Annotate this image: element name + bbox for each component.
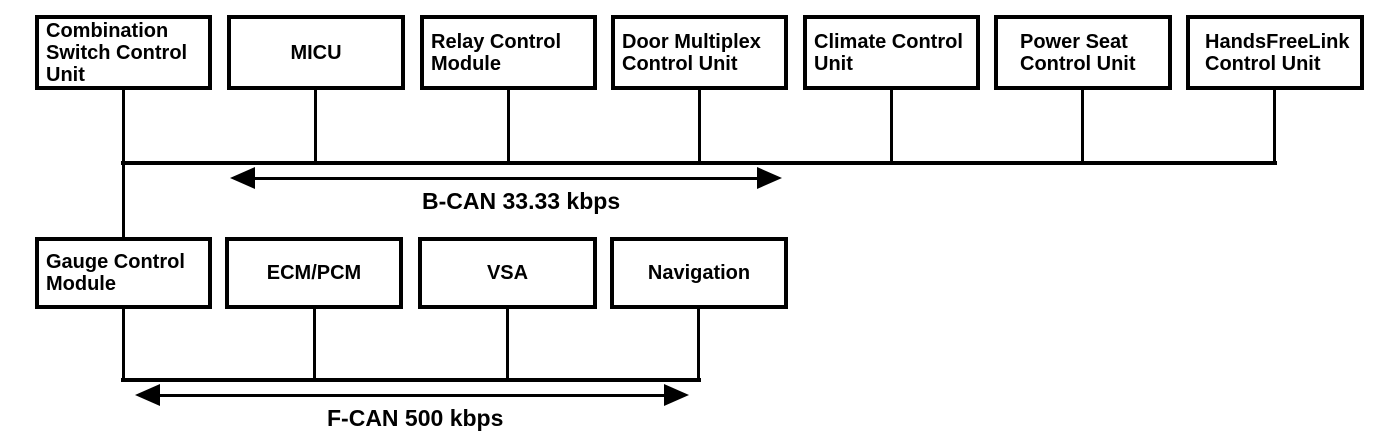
connector-door-multiplex: [698, 88, 701, 165]
connector-relay-control-module: [507, 88, 510, 165]
fcan-arrow-left-icon: [135, 384, 160, 406]
node-label: Climate Control Unit: [814, 30, 963, 75]
connector-ecm-pcm: [313, 306, 316, 382]
bcan-arrow-shaft: [250, 177, 764, 180]
node-label: Relay Control Module: [431, 30, 562, 75]
connector-micu: [314, 88, 317, 165]
node-relay-control-module: Relay Control Module: [420, 15, 597, 90]
node-micu: MICU: [227, 15, 405, 90]
node-label: Navigation: [647, 262, 751, 284]
bcan-arrow-right-icon: [757, 167, 782, 189]
connector-vsa: [506, 306, 509, 382]
node-label: VSA: [486, 262, 529, 284]
node-label: Power Seat Control Unit: [1020, 30, 1136, 75]
bcan-arrow-left-icon: [230, 167, 255, 189]
connector-gauge-control-module: [122, 306, 125, 382]
connector-navigation: [697, 306, 700, 382]
node-handsfreelink-control-unit: HandsFreeLink Control Unit: [1186, 15, 1364, 90]
connector-climate-control: [890, 88, 893, 165]
node-climate-control-unit: Climate Control Unit: [803, 15, 980, 90]
connector-handsfreelink: [1273, 88, 1276, 165]
node-gauge-control-module: Gauge Control Module: [35, 237, 212, 309]
bcan-bus-line: [121, 161, 1277, 165]
node-navigation: Navigation: [610, 237, 788, 309]
fcan-arrow-shaft: [155, 394, 669, 397]
node-ecm-pcm: ECM/PCM: [225, 237, 403, 309]
node-combination-switch-control-unit: Combination Switch Control Unit: [35, 15, 212, 90]
node-label: Combination Switch Control Unit: [46, 19, 188, 86]
fcan-bus-line: [121, 378, 701, 382]
fcan-bus-label: F-CAN 500 kbps: [327, 405, 504, 431]
node-label: Door Multiplex Control Unit: [622, 30, 761, 75]
fcan-arrow-right-icon: [664, 384, 689, 406]
node-label: HandsFreeLink Control Unit: [1205, 30, 1350, 75]
node-label: ECM/PCM: [266, 262, 362, 284]
bcan-bus-label: B-CAN 33.33 kbps: [422, 188, 621, 214]
node-label: MICU: [290, 41, 342, 64]
node-power-seat-control-unit: Power Seat Control Unit: [994, 15, 1172, 90]
connector-power-seat: [1081, 88, 1084, 165]
node-door-multiplex-control-unit: Door Multiplex Control Unit: [611, 15, 788, 90]
node-vsa: VSA: [418, 237, 597, 309]
node-label: Gauge Control Module: [46, 251, 185, 295]
